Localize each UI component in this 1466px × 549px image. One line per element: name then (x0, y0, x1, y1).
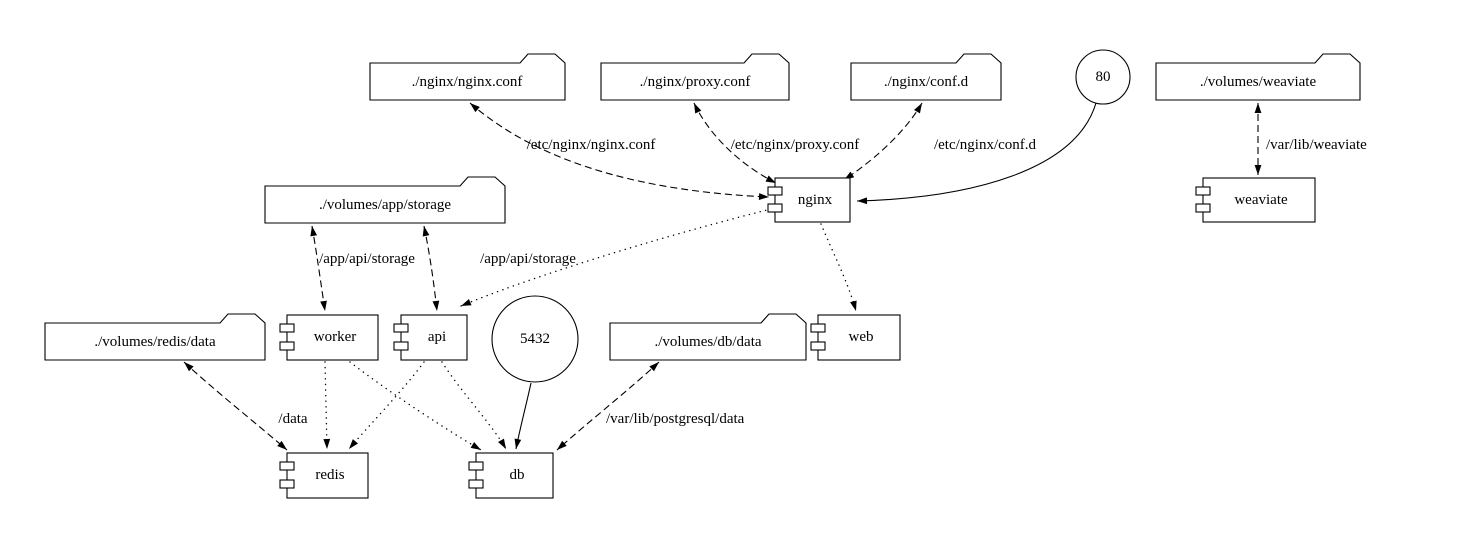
node-label: weaviate (1234, 192, 1288, 208)
component-tab-icon (767, 203, 783, 213)
component-tab-icon (468, 461, 484, 471)
node-label: ./volumes/db/data (654, 334, 761, 350)
edge-label-confd-mount: /etc/nginx/conf.d (934, 137, 1037, 153)
edge-api-dependson-redis (348, 361, 425, 450)
edge-confd-mount (843, 102, 923, 181)
edge-nginx-dependson-web (820, 223, 857, 312)
component-box (400, 314, 468, 361)
component-tab-icon (393, 341, 409, 351)
edge-label-redisdata-mount: /data (278, 411, 307, 427)
component-box (774, 177, 851, 223)
folder-icon (369, 53, 566, 101)
component-box (817, 314, 901, 361)
node-label: worker (314, 329, 356, 345)
volume-node-conf-d: ./nginx/conf.d (850, 53, 1002, 101)
component-tab-icon (810, 341, 826, 351)
port-circle-icon (1075, 49, 1131, 105)
service-node-api: api (393, 314, 468, 361)
folder-icon (850, 53, 1002, 101)
node-label: db (510, 467, 525, 483)
node-label: ./volumes/redis/data (94, 334, 216, 350)
folder-icon (1155, 53, 1361, 101)
port-node-5432: 5432 (491, 295, 579, 383)
component-tab-icon (468, 479, 484, 489)
component-tab-icon (279, 341, 295, 351)
service-node-db: db (468, 452, 554, 499)
node-label: api (428, 329, 446, 345)
edge-redisdata-mount (183, 361, 288, 451)
edge-storage-worker-mount (310, 225, 327, 312)
edge-dbdata-mount (556, 361, 660, 451)
component-tab-icon (767, 186, 783, 196)
edge-api-dependson-db (441, 361, 507, 450)
node-label: redis (315, 467, 344, 483)
volume-node-nginx-conf: ./nginx/nginx.conf (369, 53, 566, 101)
edge-worker-dependson-db (349, 361, 482, 451)
service-node-worker: worker (279, 314, 379, 361)
edge-port80-nginx (856, 102, 1097, 205)
edge-layer (183, 102, 1262, 451)
volume-node-app-storage: ./volumes/app/storage (264, 176, 506, 224)
edge-label-proxyconf-mount: /etc/nginx/proxy.conf (731, 137, 860, 153)
folder-icon (600, 53, 790, 101)
edge-label-weaviate-mount: /var/lib/weaviate (1266, 137, 1367, 153)
node-label: nginx (798, 192, 833, 208)
service-node-redis: redis (279, 452, 369, 499)
edge-label-dbdata-mount: /var/lib/postgresql/data (606, 411, 745, 427)
component-tab-icon (1195, 203, 1211, 213)
edge-label-storage-api-mount: /app/api/storage (480, 251, 576, 267)
edge-worker-dependson-redis (323, 361, 331, 450)
node-label: ./volumes/weaviate (1200, 74, 1317, 90)
node-label: ./nginx/nginx.conf (412, 74, 523, 90)
service-node-weaviate: weaviate (1195, 177, 1316, 223)
node-label: 80 (1096, 69, 1111, 85)
edge-storage-api-mount (422, 225, 440, 312)
edge-port5432-db (514, 382, 532, 450)
component-tab-icon (279, 461, 295, 471)
volume-node-redis-data: ./volumes/redis/data (44, 313, 266, 361)
component-box (475, 452, 554, 499)
node-label: web (849, 329, 874, 345)
edge-label-layer: /etc/nginx/nginx.conf /etc/nginx/proxy.c… (278, 137, 1367, 427)
edge-proxyconf-mount (693, 102, 777, 184)
node-label: ./nginx/proxy.conf (640, 74, 751, 90)
component-tab-icon (393, 323, 409, 333)
component-tab-icon (279, 323, 295, 333)
component-tab-icon (810, 323, 826, 333)
edge-label-nginxconf-mount: /etc/nginx/nginx.conf (527, 137, 656, 153)
port-node-80: 80 (1075, 49, 1131, 105)
component-tab-icon (279, 479, 295, 489)
volume-node-db-data: ./volumes/db/data (609, 313, 807, 361)
component-box (286, 452, 369, 499)
service-node-web: web (810, 314, 901, 361)
node-label: 5432 (520, 331, 550, 347)
volume-node-proxy-conf: ./nginx/proxy.conf (600, 53, 790, 101)
port-circle-icon (491, 295, 579, 383)
service-node-nginx: nginx (767, 177, 851, 223)
folder-icon (609, 313, 807, 361)
volume-node-weaviate: ./volumes/weaviate (1155, 53, 1361, 101)
node-label: ./volumes/app/storage (319, 197, 451, 213)
folder-icon (264, 176, 506, 224)
component-box (286, 314, 379, 361)
edge-nginxconf-mount (469, 102, 770, 200)
node-layer: ./nginx/nginx.conf ./nginx/proxy.conf ./… (44, 49, 1361, 499)
folder-icon (44, 313, 266, 361)
node-label: ./nginx/conf.d (884, 74, 969, 90)
edge-label-storage-worker-mount: /app/api/storage (319, 251, 415, 267)
component-box (1202, 177, 1316, 223)
component-tab-icon (1195, 186, 1211, 196)
